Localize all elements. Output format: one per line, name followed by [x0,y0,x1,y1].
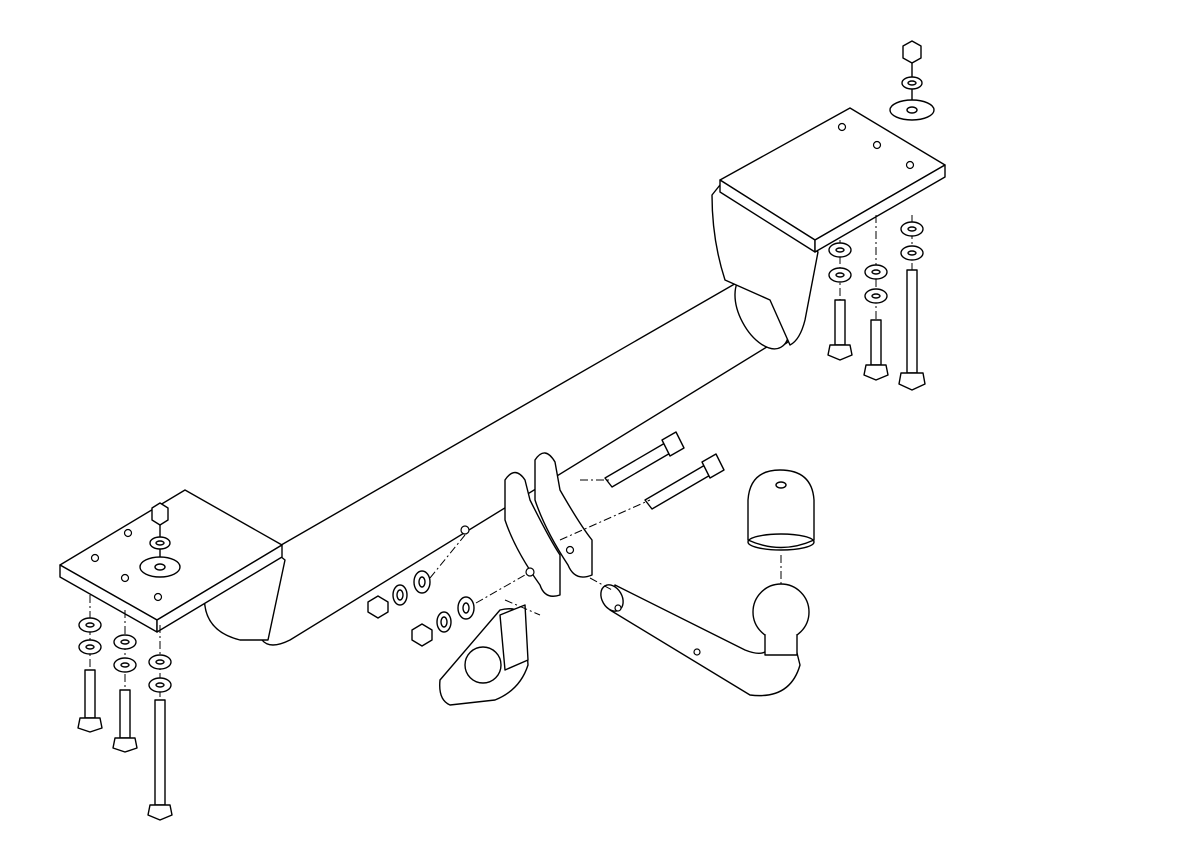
hitch-bolt-upper [604,431,685,488]
hitch-nuts-washers [367,534,526,647]
tow-ball [752,583,810,656]
right-mounting-bracket [711,107,946,346]
right-bolts-and-washers [827,40,935,391]
hitch-bolt-lower [644,453,725,510]
hitch-mounting-plates [460,452,593,597]
socket-mounting-plate [439,599,541,706]
left-bolts-and-washers [77,502,181,821]
crossbar-tube [261,274,791,646]
tow-ball-cap [747,469,815,584]
left-mounting-bracket [59,489,286,641]
